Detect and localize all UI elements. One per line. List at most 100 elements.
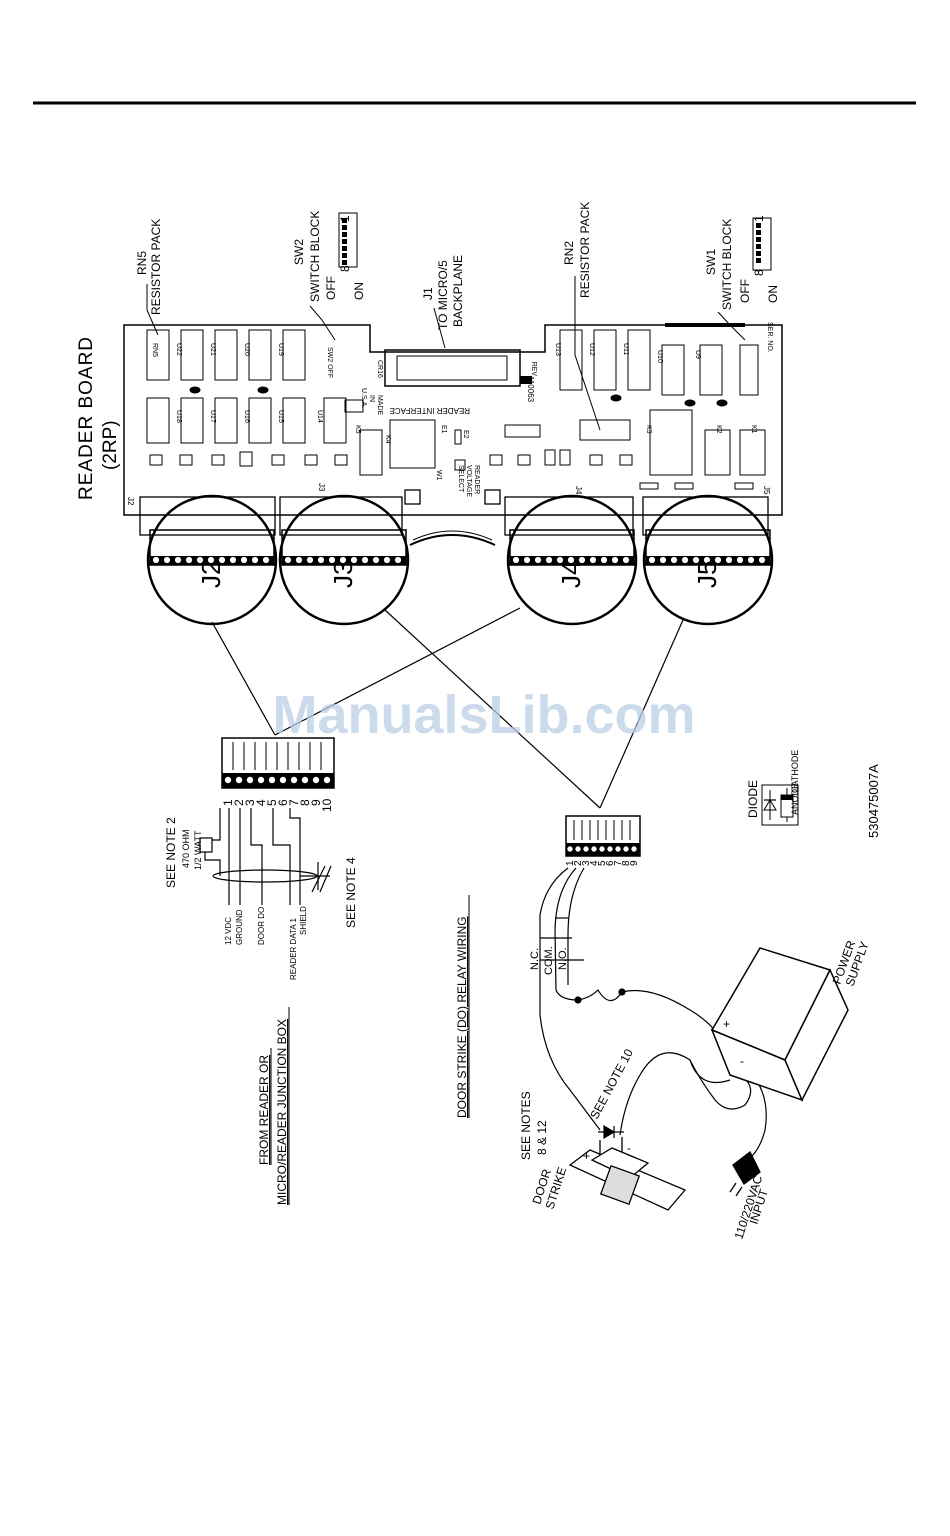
chip-label: U15 xyxy=(277,410,284,423)
resistor-value: 470 OHM xyxy=(181,829,191,868)
wire-label: READER DATA 1 xyxy=(289,918,298,980)
relay-pin: 8 xyxy=(621,860,632,866)
chip-label: U20 xyxy=(243,343,250,356)
made-usa-2: IN xyxy=(368,395,375,402)
door-strike xyxy=(568,1137,687,1211)
rev-label: REV xyxy=(530,362,537,377)
voltage-select-jumper: W1 READER VOLTAGE SELECT xyxy=(435,465,480,497)
sw1-desc: SWITCH BLOCK xyxy=(720,219,734,310)
sw2-label: SW2 xyxy=(292,239,306,265)
manualslib-watermark: ManualsLib.com xyxy=(272,685,695,745)
j3-magnifier-label: J3 xyxy=(328,561,358,588)
j5-magnifier-label: J5 xyxy=(692,561,722,588)
relay-pin: 6 xyxy=(605,860,616,866)
j5-magnifier xyxy=(642,494,774,626)
j2-magnifier-label: J2 xyxy=(196,561,226,588)
relay-pin: 7 xyxy=(613,860,624,866)
j1-desc-2: BACKPLANE xyxy=(451,255,465,327)
pin-number: 8 xyxy=(298,799,312,806)
see-note-4: SEE NOTE 4 xyxy=(344,857,358,928)
pin-number: 9 xyxy=(309,799,323,806)
voltage-select-1: READER xyxy=(473,465,480,494)
pin-number: 4 xyxy=(254,799,268,806)
sw2-desc: SWITCH BLOCK xyxy=(308,211,322,302)
see-notes-8-12-b: 8 & 12 xyxy=(535,1120,549,1155)
chip-label: K5 xyxy=(354,425,361,434)
relay-wire-label: COM. xyxy=(543,946,555,975)
ps-minus: - xyxy=(740,1054,744,1068)
j4-magnifier xyxy=(506,494,638,626)
reader-wire-labels: 12 VDC GROUND DOOR DO READER DATA 1 SHIE… xyxy=(224,906,308,980)
j2-magnifier xyxy=(146,494,278,626)
rn5-callout: RN5 RESISTOR PACK xyxy=(135,219,163,336)
j4-board-label: J4 xyxy=(574,486,583,495)
relay-pin: 9 xyxy=(629,860,640,866)
board-edge-connectors xyxy=(139,489,769,546)
chip-label: K4 xyxy=(384,435,391,444)
see-note-2: SEE NOTE 2 xyxy=(164,817,178,888)
chip-label: U21 xyxy=(209,343,216,356)
pin-number: 6 xyxy=(276,799,290,806)
power-supply xyxy=(710,947,849,1102)
reader-terminal-block xyxy=(221,737,335,789)
chip-label: U19 xyxy=(277,343,284,356)
sw2-switches xyxy=(342,218,347,265)
reader-interface-label: READER INTERFACE xyxy=(390,406,470,415)
relay-wire-labels: N.C. COM. N.O. xyxy=(529,946,569,975)
chip-label: E2 xyxy=(462,430,469,439)
relay-wire-label: N.O. xyxy=(557,947,569,970)
pin-number: 2 xyxy=(232,799,246,806)
pin-number: 5 xyxy=(265,799,279,806)
relay-pin: 3 xyxy=(581,860,592,866)
strike-minus: - xyxy=(627,1141,631,1155)
relay-terminal-block xyxy=(565,815,641,857)
chip-label: E1 xyxy=(440,425,447,434)
chip-label: U22 xyxy=(175,343,182,356)
j5-board-label: J5 xyxy=(762,486,771,495)
strike-plus: + xyxy=(583,1149,590,1163)
resistor-wattage: 1/2 WATT xyxy=(193,830,203,870)
sw1-on: ON xyxy=(766,285,780,303)
j1-label: J1 xyxy=(421,287,435,300)
rn2-callout: RN2 RESISTOR PACK xyxy=(562,202,601,431)
strike-diode xyxy=(598,1124,624,1140)
rn5-label: RN5 xyxy=(135,251,149,275)
chip-label: U11 xyxy=(622,343,629,355)
pin-number: 3 xyxy=(243,799,257,806)
chip-label: U18 xyxy=(175,410,182,423)
voltage-select-3: SELECT xyxy=(457,465,464,493)
sw2-off-label: SW2 OFF xyxy=(326,347,333,378)
rn5-desc: RESISTOR PACK xyxy=(149,219,163,315)
j4-magnifier-label: J4 xyxy=(556,561,586,588)
chip-label: K2 xyxy=(715,425,722,434)
chip-label: U17 xyxy=(209,410,216,423)
relay-wire-label: N.C. xyxy=(529,948,541,970)
ac-plug xyxy=(729,1151,761,1197)
rn2-desc: RESISTOR PACK xyxy=(578,202,592,298)
reader-caption-1: FROM READER OR xyxy=(257,1055,271,1165)
relay-caption: DOOR STRIKE (DO) RELAY WIRING xyxy=(455,916,469,1118)
w1-label: W1 xyxy=(435,470,442,481)
reader-terminal-pins: 1 2 3 4 5 6 7 8 9 10 xyxy=(221,798,334,812)
relay-pin: 1 xyxy=(565,860,576,866)
j1-backplane-connector xyxy=(384,349,521,387)
magnifier-screw-heads xyxy=(152,556,766,564)
relay-wiring xyxy=(539,867,767,1161)
pin-number: 10 xyxy=(320,798,334,812)
wire-label: DOOR DO xyxy=(257,907,266,945)
see-note-10: SEE NOTE 10 xyxy=(587,1046,636,1121)
sw2-callout: SW2 SWITCH BLOCK OFF 8 ON 1 xyxy=(292,211,366,341)
chip-label: K3 xyxy=(645,425,652,434)
sw1-8: 8 xyxy=(752,269,766,276)
component-row xyxy=(149,386,754,490)
diode-title: DIODE xyxy=(746,780,760,818)
relay-pin: 2 xyxy=(573,860,584,866)
wire-label: GROUND xyxy=(235,909,244,945)
pin-number: 1 xyxy=(221,799,235,806)
sw2-8: 8 xyxy=(338,265,352,272)
reader-wiring xyxy=(199,808,332,905)
ic-row-top xyxy=(146,329,766,476)
j1-desc-1: TO MICRO/5 xyxy=(436,260,450,330)
part-number: 110063 xyxy=(526,376,535,403)
chip-label: RN5 xyxy=(151,343,158,357)
